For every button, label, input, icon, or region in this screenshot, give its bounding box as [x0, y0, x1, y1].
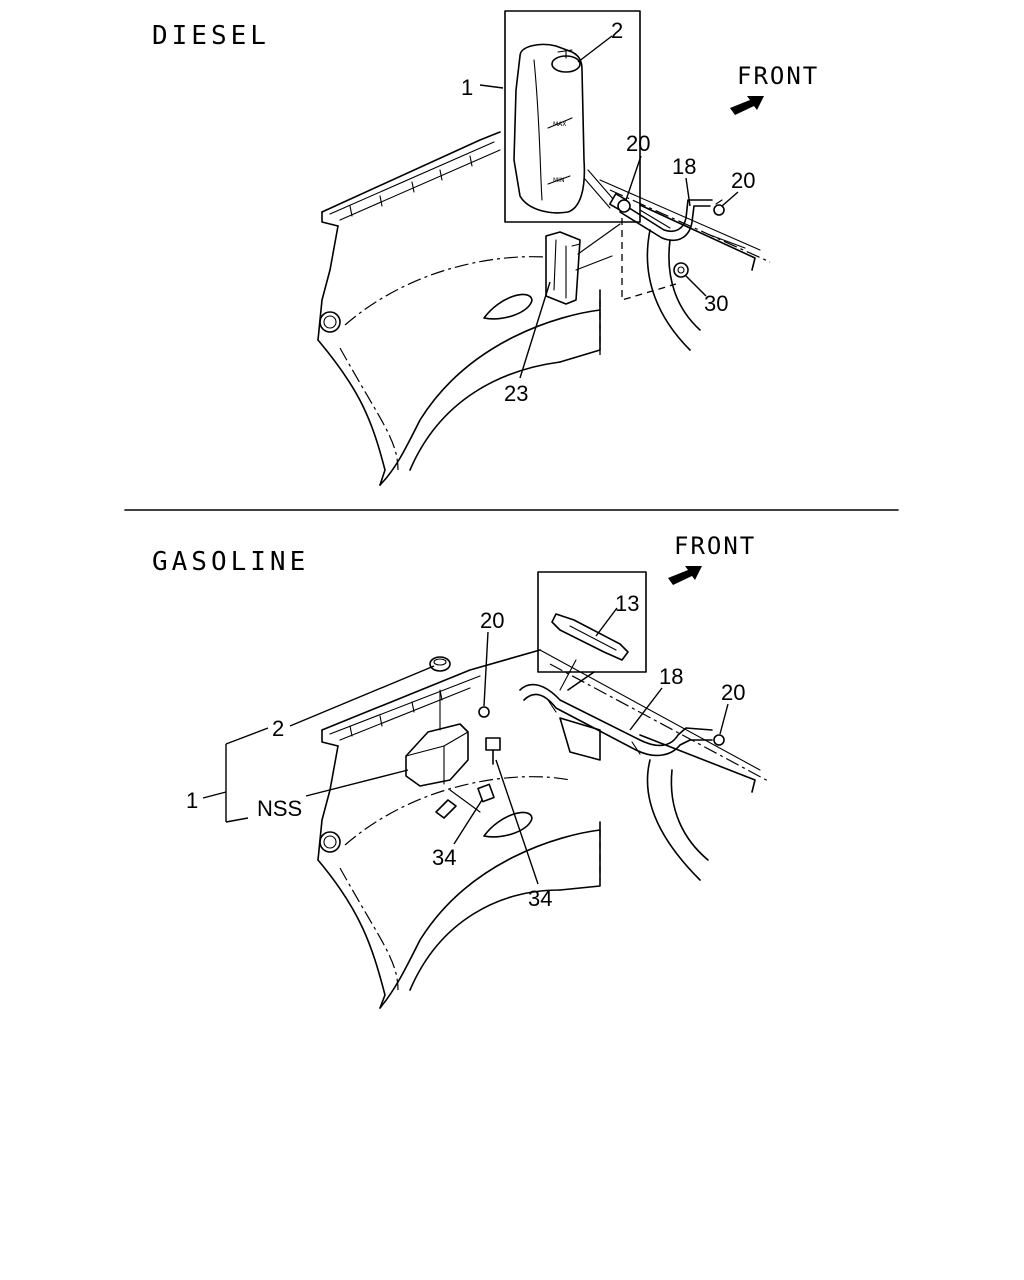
callout-20: 20: [731, 168, 755, 193]
diesel-callouts: 1 2 20 18 20 30 23: [461, 18, 755, 406]
callout-23: 23: [504, 381, 528, 406]
gasoline-section: GASOLINE FRONT: [152, 532, 771, 1009]
callout-34: 34: [528, 886, 552, 911]
callout-nss: NSS: [257, 796, 302, 821]
callout-30: 30: [704, 291, 728, 316]
gasoline-front-arrow-icon: [668, 566, 702, 585]
gasoline-clamp-icon: [478, 706, 725, 746]
gasoline-callouts: 13 20 18 20 2 1 NSS 34 34: [186, 591, 745, 911]
diesel-clamp-icon: [617, 199, 725, 216]
callout-2: 2: [611, 18, 623, 43]
diesel-front-label: FRONT: [737, 62, 819, 90]
gasoline-title: GASOLINE: [152, 547, 309, 577]
diesel-title: DIESEL: [152, 21, 270, 51]
callout-13: 13: [615, 591, 639, 616]
svg-text:MAX: MAX: [553, 121, 566, 128]
diesel-bracket: [545, 218, 677, 305]
diesel-body-panel: [317, 131, 771, 486]
diesel-front-arrow-icon: [730, 96, 764, 115]
callout-1: 1: [461, 75, 473, 100]
svg-text:MIN: MIN: [553, 177, 564, 184]
callout-34: 34: [432, 845, 456, 870]
gasoline-front-label: FRONT: [674, 532, 756, 560]
callout-20: 20: [480, 608, 504, 633]
callout-2: 2: [272, 716, 284, 741]
gasoline-cap-icon: [429, 656, 451, 672]
gasoline-reservoir: [405, 691, 481, 819]
gasoline-bolt-icon: [477, 737, 501, 803]
gasoline-body-panel: [317, 649, 771, 1009]
gasoline-hose: [519, 683, 713, 757]
callout-20: 20: [626, 131, 650, 156]
gasoline-bracket-inset: [537, 571, 647, 691]
callout-20: 20: [721, 680, 745, 705]
callout-18: 18: [672, 154, 696, 179]
callout-1: 1: [186, 788, 198, 813]
callout-18: 18: [659, 664, 683, 689]
diesel-section: DIESEL FRONT: [152, 10, 819, 486]
diesel-nut-icon: [673, 262, 689, 278]
diesel-reservoir-inset: MAX MIN: [504, 10, 641, 223]
